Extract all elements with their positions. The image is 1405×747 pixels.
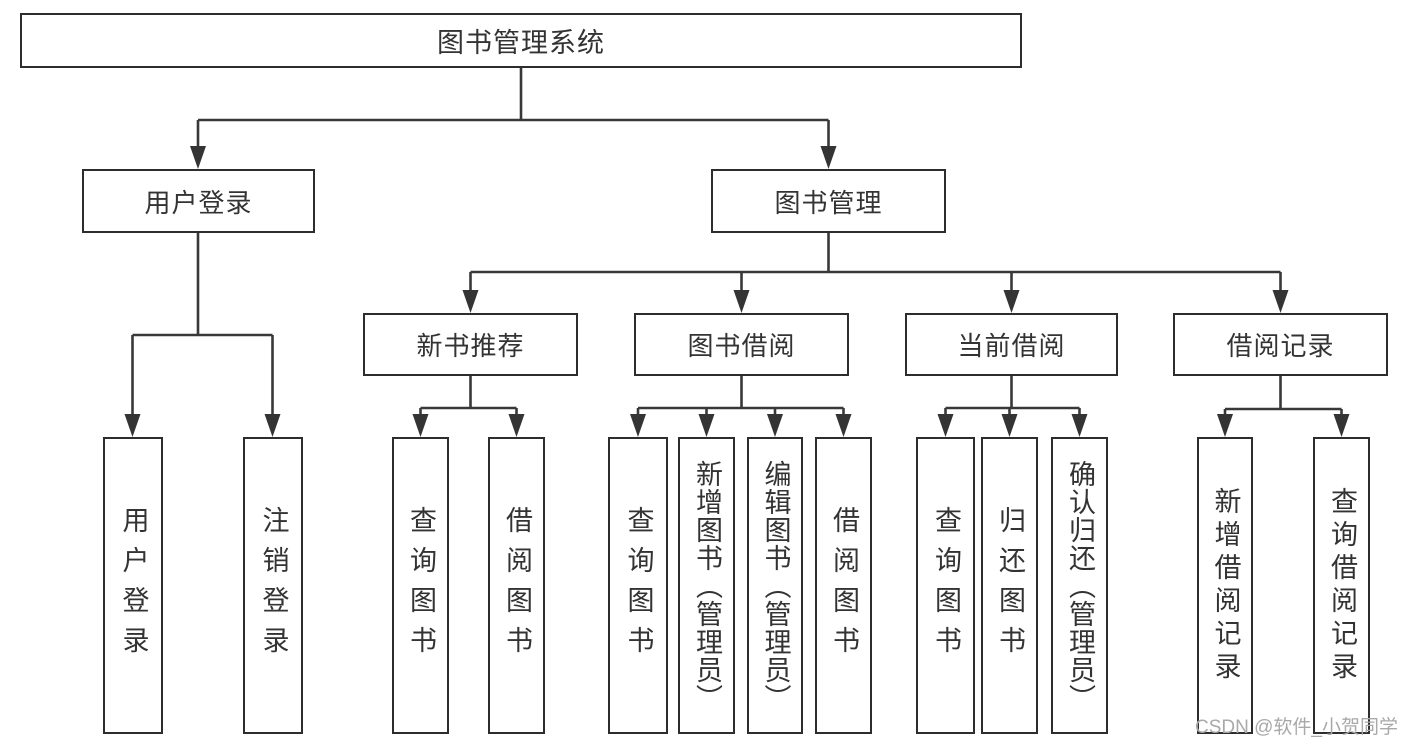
leaf-query-books-recommend: 查询图书 [392,437,449,734]
leaf-query-books-current: 查询图书 [916,437,975,734]
connector-new-book-children [412,375,525,437]
leaf-query-books-borrow: 查询图书 [608,437,668,734]
arrowhead-down [1272,290,1289,313]
arrowhead-down [937,414,954,437]
leaf-add-borrow-record: 新增借阅记录 [1197,437,1253,734]
csdn-watermark: CSDN @软件_小贺同学 [1195,717,1398,738]
node-label: 当前借阅 [957,331,1066,361]
arrowhead-down [462,290,479,313]
connector-user-login-children [124,233,281,437]
arrowhead-down [698,414,715,437]
arrowhead-down [733,290,750,313]
leaf-label: 借阅图书 [502,505,532,666]
node-label: 用户登录 [144,187,253,218]
leaf-user-login: 用户登录 [103,437,163,734]
leaf-add-book-admin: 新增图书（管理员） [678,437,735,734]
node-label: 图书管理系统 [437,28,605,58]
connector-book-borrow-children [630,375,852,437]
leaf-label: 查询图书 [931,505,961,666]
node-current-borrow: 当前借阅 [905,313,1118,376]
leaf-label: 查询图书 [623,505,654,666]
leaf-query-borrow-record: 查询借阅记录 [1313,437,1370,734]
arrowhead-down [1217,414,1233,437]
node-book-borrow: 图书借阅 [634,313,849,376]
leaf-borrow-books: 借阅图书 [815,437,872,734]
arrowhead-down [1003,290,1020,313]
arrowhead-down [264,414,281,437]
node-root-library-system: 图书管理系统 [20,13,1022,68]
arrowhead-down [1071,414,1088,437]
node-label: 新书推荐 [416,331,525,361]
leaf-label: 新增图书（管理员） [692,459,722,712]
node-user-login: 用户登录 [82,169,315,233]
connector-borrow-records-children [1217,375,1350,437]
leaf-confirm-return-admin: 确认归还（管理员） [1051,437,1108,734]
arrowhead-down [1001,414,1018,437]
node-label: 图书借阅 [687,331,796,361]
leaf-label: 确认归还（管理员） [1065,459,1095,712]
arrowhead-down [1333,414,1350,437]
arrowhead-down [820,146,837,169]
leaf-edit-book-admin: 编辑图书（管理员） [747,437,803,734]
leaf-label: 注销登录 [258,505,289,666]
leaf-label: 编辑图书（管理员） [760,459,791,712]
node-label: 借阅记录 [1226,331,1335,361]
leaf-label: 查询借阅记录 [1327,486,1357,685]
leaf-label: 查询图书 [406,505,436,666]
leaf-borrow-books-recommend: 借阅图书 [488,437,545,734]
node-label: 图书管理 [774,187,883,218]
arrowhead-down [412,414,429,437]
leaf-label: 新增借阅记录 [1210,486,1241,685]
arrowhead-down [190,146,206,169]
arrowhead-down [835,414,852,437]
leaf-return-books: 归还图书 [981,437,1038,734]
leaf-label: 归还图书 [995,505,1025,666]
node-new-book-recommend: 新书推荐 [363,313,578,376]
arrowhead-down [767,414,783,437]
leaf-label: 借阅图书 [829,505,859,666]
leaf-label: 用户登录 [118,505,149,666]
node-borrow-records: 借阅记录 [1173,313,1388,376]
connector-current-borrow-children [937,375,1088,437]
connector-root-to-level2 [190,68,837,169]
connector-book-management-children [462,233,1289,313]
node-book-management: 图书管理 [711,169,946,233]
arrowhead-down [508,414,525,437]
arrowhead-down [630,414,646,437]
arrowhead-down [124,414,141,437]
leaf-logout: 注销登录 [243,437,303,734]
